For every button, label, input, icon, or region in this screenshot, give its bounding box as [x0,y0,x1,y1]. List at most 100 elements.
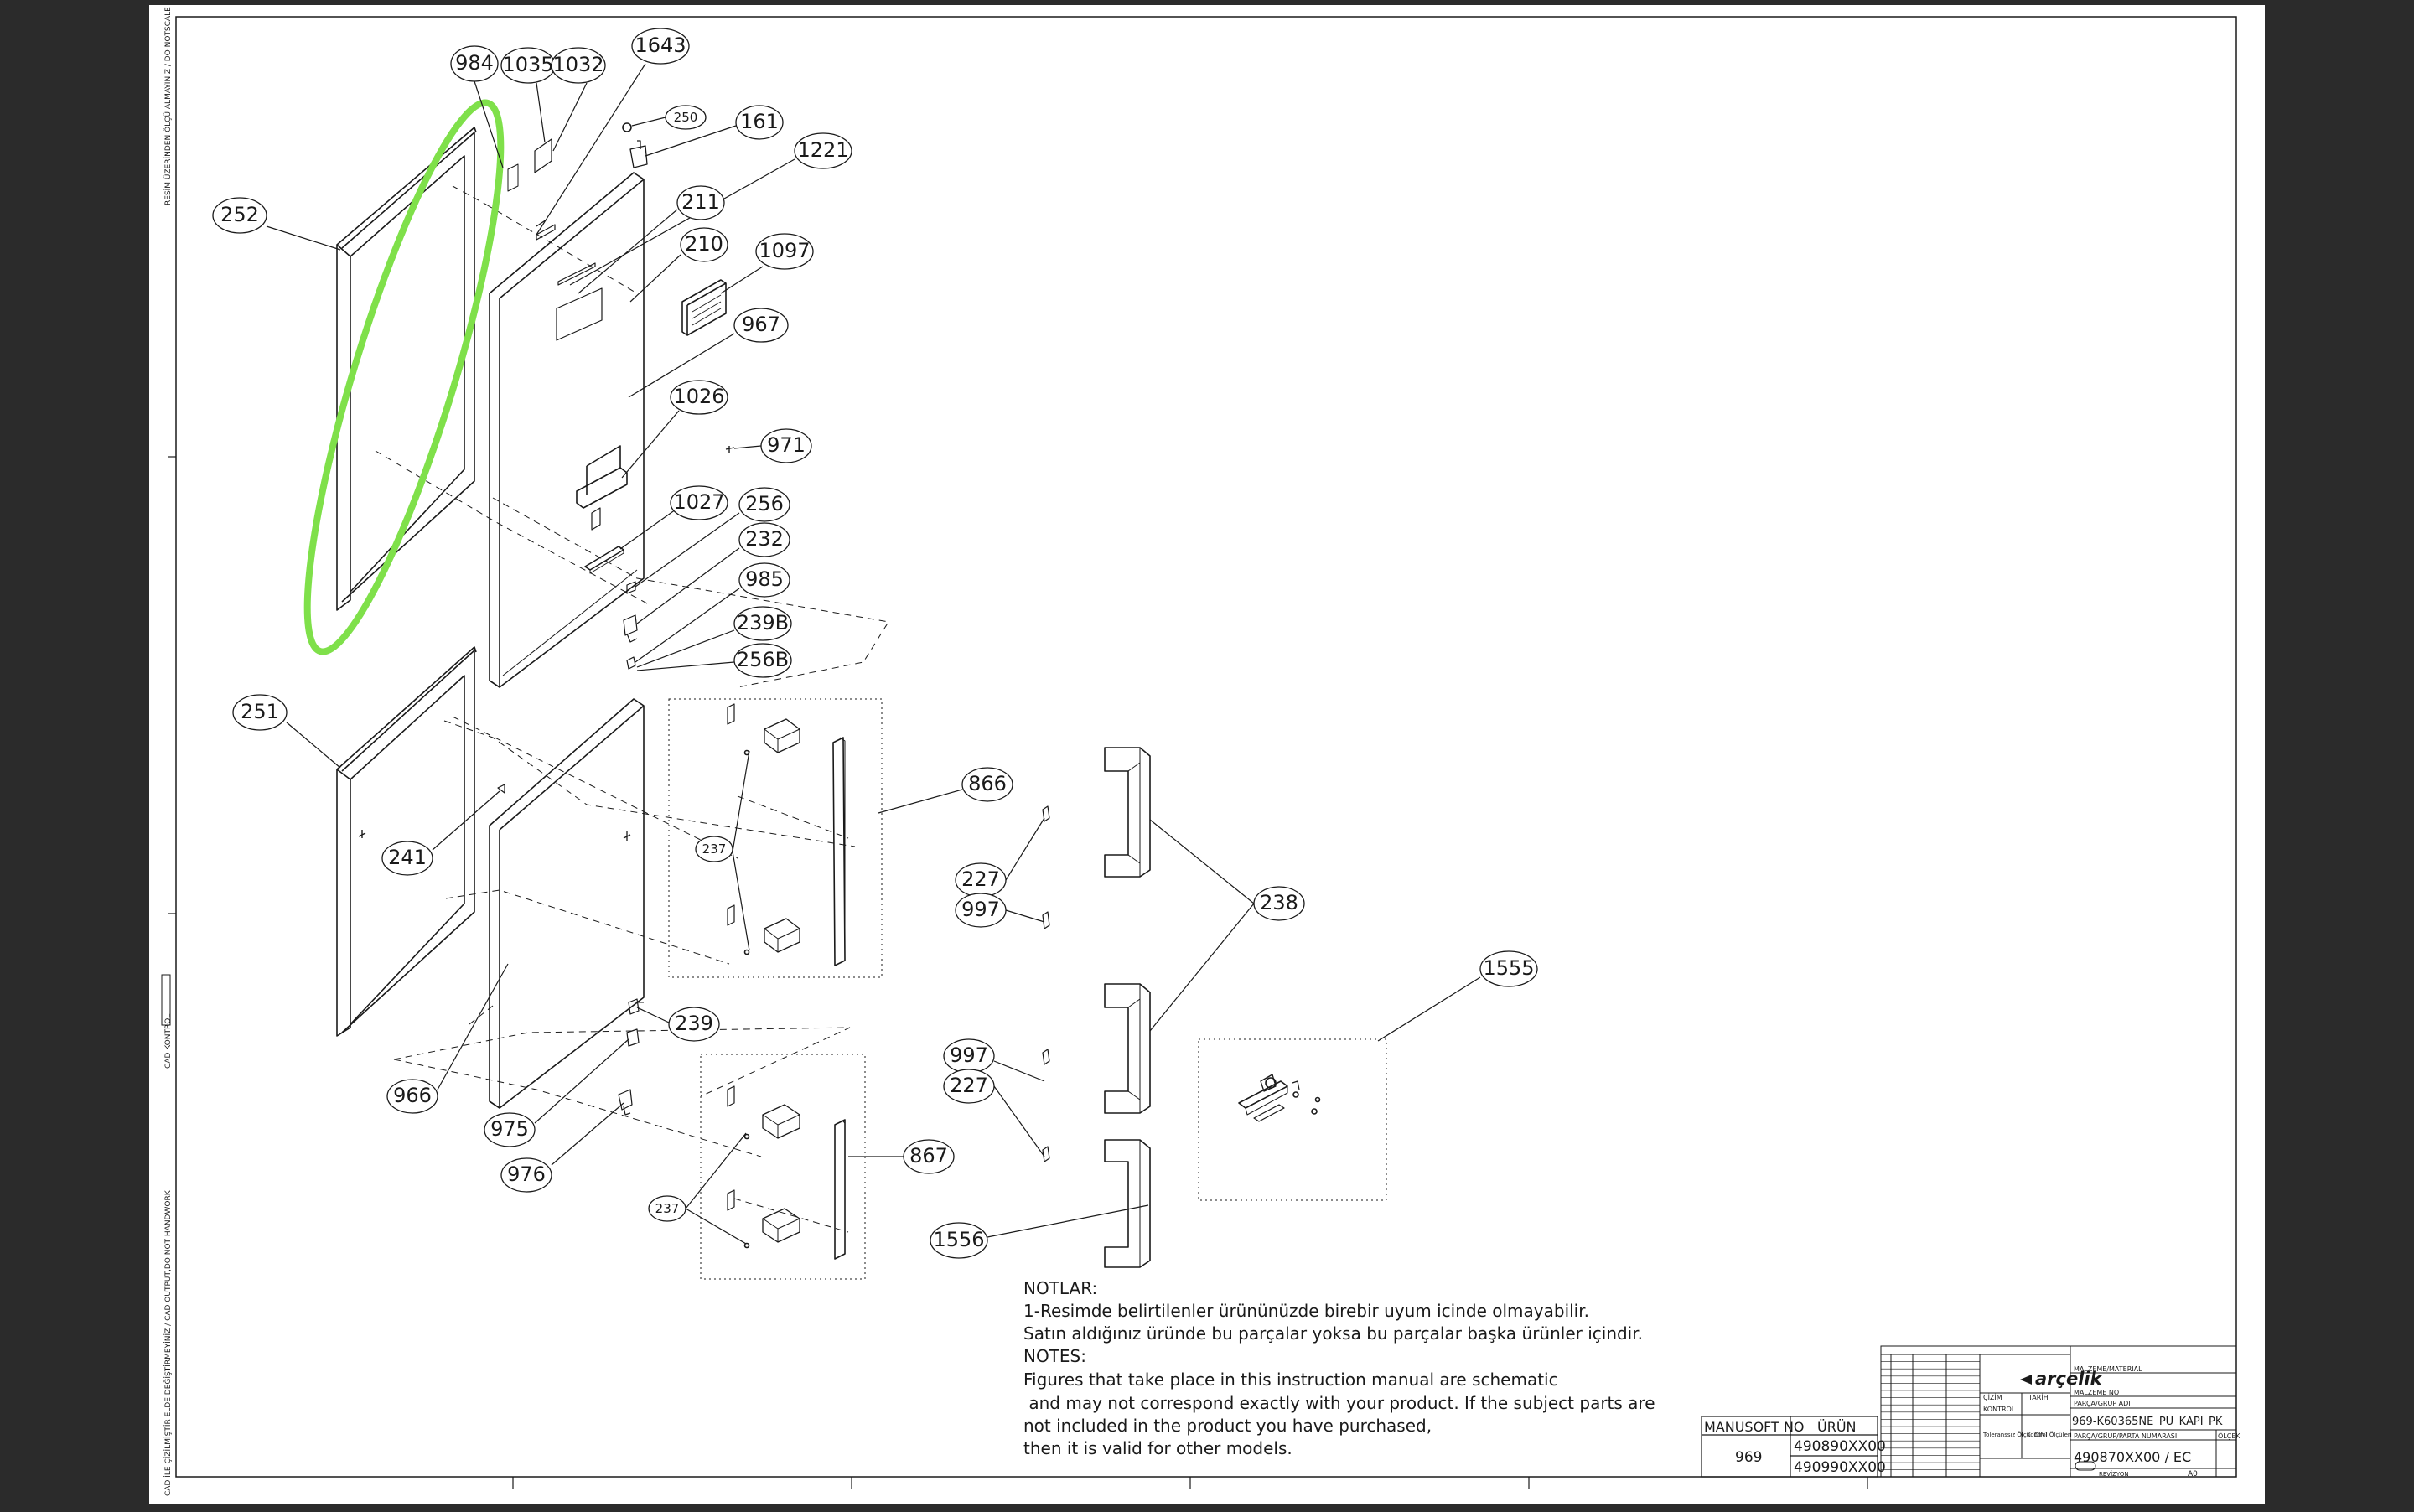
callout-label: 210 [685,232,723,256]
callout-239B: 239B [636,606,792,668]
door-handles [1104,747,1151,1268]
callout-leader [1005,817,1045,881]
urun-value-1: 490890XX00 [1794,1438,1886,1455]
revision-label: REVİZYON [2099,1470,2129,1478]
callout-bubble [1253,886,1305,921]
callout-leader [732,750,750,852]
callout-label: 1097 [759,239,810,262]
note-line: Satın aldığınız üründe bu parçalar yoksa… [1023,1323,1643,1344]
callout-241: 241 [381,790,500,876]
callout-984: 984 [450,45,504,168]
callout-bubble [648,1195,686,1222]
callout-leader [685,1132,747,1209]
callout-leader [645,125,737,157]
callout-bubble [695,836,733,862]
lower-handle-assembly [727,1085,846,1260]
callout-leader [437,963,509,1090]
callout-bubble [1479,950,1538,987]
upper-door-gasket [336,127,477,611]
callout-bubble [676,185,725,220]
callout-label: 975 [490,1117,529,1141]
note-line: and may not correspond exactly with your… [1023,1393,1655,1413]
callout-leader [636,629,735,668]
notes-block: NOTLAR: 1-Resimde belirtilenler ürününüz… [1023,1278,1655,1458]
side-text-top: RESİM ÜZERİNDEN ÖLÇÜ ALMAYINIZ / DO NOTS… [163,7,173,205]
note-line: not included in the product you have pur… [1023,1416,1432,1436]
callout-bubble [665,105,707,130]
callout-leader [636,661,735,671]
callout-bubble [735,105,784,140]
callout-232: 232 [636,522,790,624]
callout-label: 867 [909,1144,948,1168]
callout-bubble [212,197,267,234]
callout-bubble [450,45,499,82]
callout-leader [631,117,666,127]
callout-bubble [381,841,433,876]
callout-leader [636,547,740,624]
drawing-border [175,16,2237,1478]
note-line: 1-Resimde belirtilenler ürününüzde bireb… [1023,1301,1589,1321]
group-boxes [668,698,1387,1280]
callout-866: 866 [878,767,1013,814]
tolerance-label: Toleranssız Ölçü (DIN) [1982,1431,2048,1438]
callout-bubble [232,694,288,731]
callout-966: 966 [386,963,509,1114]
callout-leader [629,254,681,303]
callout-label: 161 [740,110,779,133]
callout-975: 975 [484,1038,629,1147]
callout-label: 256B [737,648,789,671]
revision-rows [1881,1354,1980,1470]
highlight-marker [303,99,505,655]
brand-logo-mark [2020,1375,2032,1385]
callout-leader [1377,976,1481,1042]
lower-door-gasket [336,646,477,1037]
callout-1221: 1221 [569,132,852,286]
callout-leader [685,1208,747,1245]
callout-250: 250 [631,105,707,130]
callout-leader [621,410,680,479]
callout-211: 211 [578,185,725,294]
callout-label: 238 [1260,891,1298,914]
callout-867: 867 [848,1139,955,1174]
callout-leader [432,790,500,851]
callout-label: 256 [745,492,784,515]
side-text-bottom: CAD İLE ÇİZİLMİŞTİR ELDE DEĞİŞTİRMEYİNİZ… [163,1189,173,1496]
callout-label: 984 [455,51,494,75]
callout-bubble [733,308,789,343]
part-name-label: PARÇA/GRUP ADI [2074,1400,2131,1407]
callout-227a: 227 [955,817,1045,898]
callout-leader [551,1102,624,1166]
callout-976: 976 [500,1102,624,1193]
callout-label: 239B [737,611,789,634]
callout-leader [1149,819,1255,904]
callout-210: 210 [629,227,728,303]
callout-bubble [733,643,792,678]
callout-label: 976 [507,1162,546,1186]
part-name: 969-K60365NE_PU_KAPI_PK [2072,1416,2223,1428]
callout-985: 985 [635,562,790,663]
title-cells [1980,1372,2236,1471]
callout-bubble [484,1112,536,1147]
callout-label: 967 [742,313,780,336]
note-line: Figures that take place in this instruct… [1023,1370,1558,1390]
callout-leader [536,63,646,236]
material-no-label: MALZEME NO [2074,1389,2119,1396]
callout-leader [578,209,678,294]
callout-bubble [943,1069,995,1104]
callout-1032: 1032 [551,47,606,152]
scale-label: ÖLÇEK [2218,1432,2240,1440]
callout-label: 997 [961,898,1000,921]
callout-label: 997 [950,1043,988,1067]
callout-252: 252 [212,197,341,251]
callout-label: 1026 [673,385,724,408]
callout-leader [474,80,504,168]
sheet-format: A0 [2188,1470,2198,1478]
callout-bubble [668,1007,720,1042]
callout-227b: 227 [943,1069,1045,1157]
callout-label: 1035 [502,53,553,76]
callout-bubble [551,47,606,84]
callout-leader [266,225,341,251]
revision-table [1880,1345,2237,1478]
